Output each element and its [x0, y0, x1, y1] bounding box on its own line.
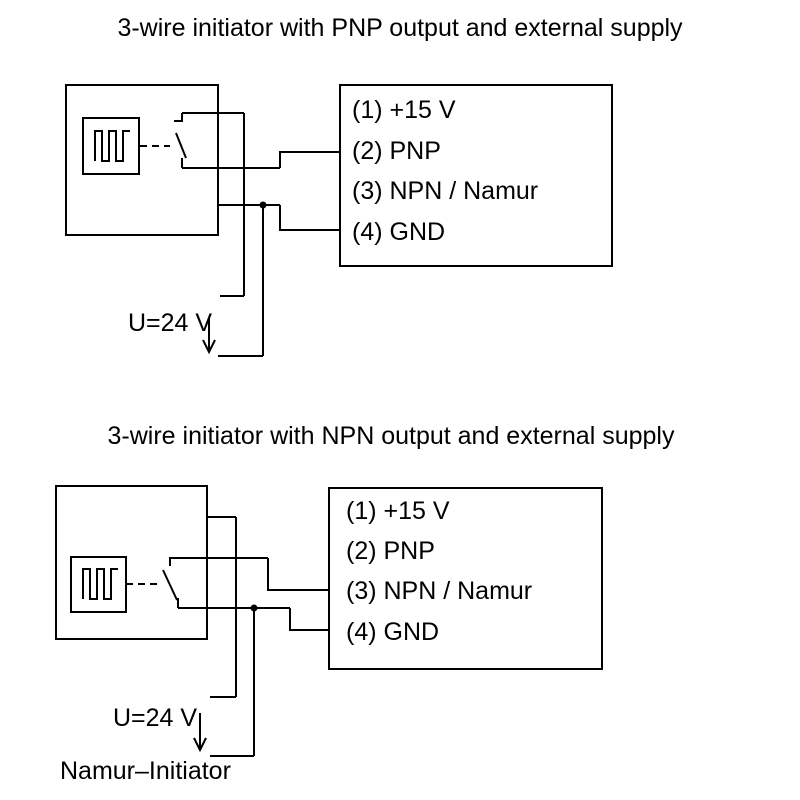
pulse-wave-icon	[82, 568, 118, 600]
diagram-title-pnp: 3-wire initiator with PNP output and ext…	[117, 14, 683, 42]
terminal-label-3: (3) NPN / Namur	[346, 577, 533, 605]
switch-upper-contact	[174, 113, 183, 122]
wire-ground	[279, 205, 340, 231]
terminal-label-1: (1) +15 V	[346, 497, 450, 525]
initiator-housing	[55, 485, 208, 640]
npn-diagram	[55, 485, 603, 757]
switch-blade	[175, 132, 187, 159]
arrow-down-icon	[193, 737, 207, 753]
terminal-label-2: (2) PNP	[352, 137, 441, 165]
arrow-down-icon	[202, 339, 216, 355]
terminal-block	[328, 487, 603, 670]
oscillator-box	[82, 117, 140, 175]
pulse-wave-icon	[94, 130, 130, 162]
terminal-label-2: (2) PNP	[346, 537, 435, 565]
supply-voltage-label: U=24 V	[128, 309, 213, 337]
wire-ground	[289, 608, 329, 631]
namur-initiator-label: Namur–Initiator	[60, 757, 231, 785]
switch-upper-contact	[169, 557, 178, 566]
pnp-diagram	[65, 84, 613, 357]
supply-voltage-label: U=24 V	[113, 704, 198, 732]
wire-output	[267, 558, 329, 591]
terminal-label-3: (3) NPN / Namur	[352, 177, 539, 205]
initiator-housing	[65, 84, 219, 236]
terminal-label-4: (4) GND	[352, 218, 446, 246]
terminal-label-4: (4) GND	[346, 618, 440, 646]
terminal-block	[339, 84, 613, 267]
terminal-label-1: (1) +15 V	[352, 96, 456, 124]
switch-blade	[162, 569, 178, 601]
wire-output	[279, 151, 340, 168]
diagram-title-npn: 3-wire initiator with NPN output and ext…	[107, 422, 675, 450]
oscillator-box	[70, 556, 127, 613]
